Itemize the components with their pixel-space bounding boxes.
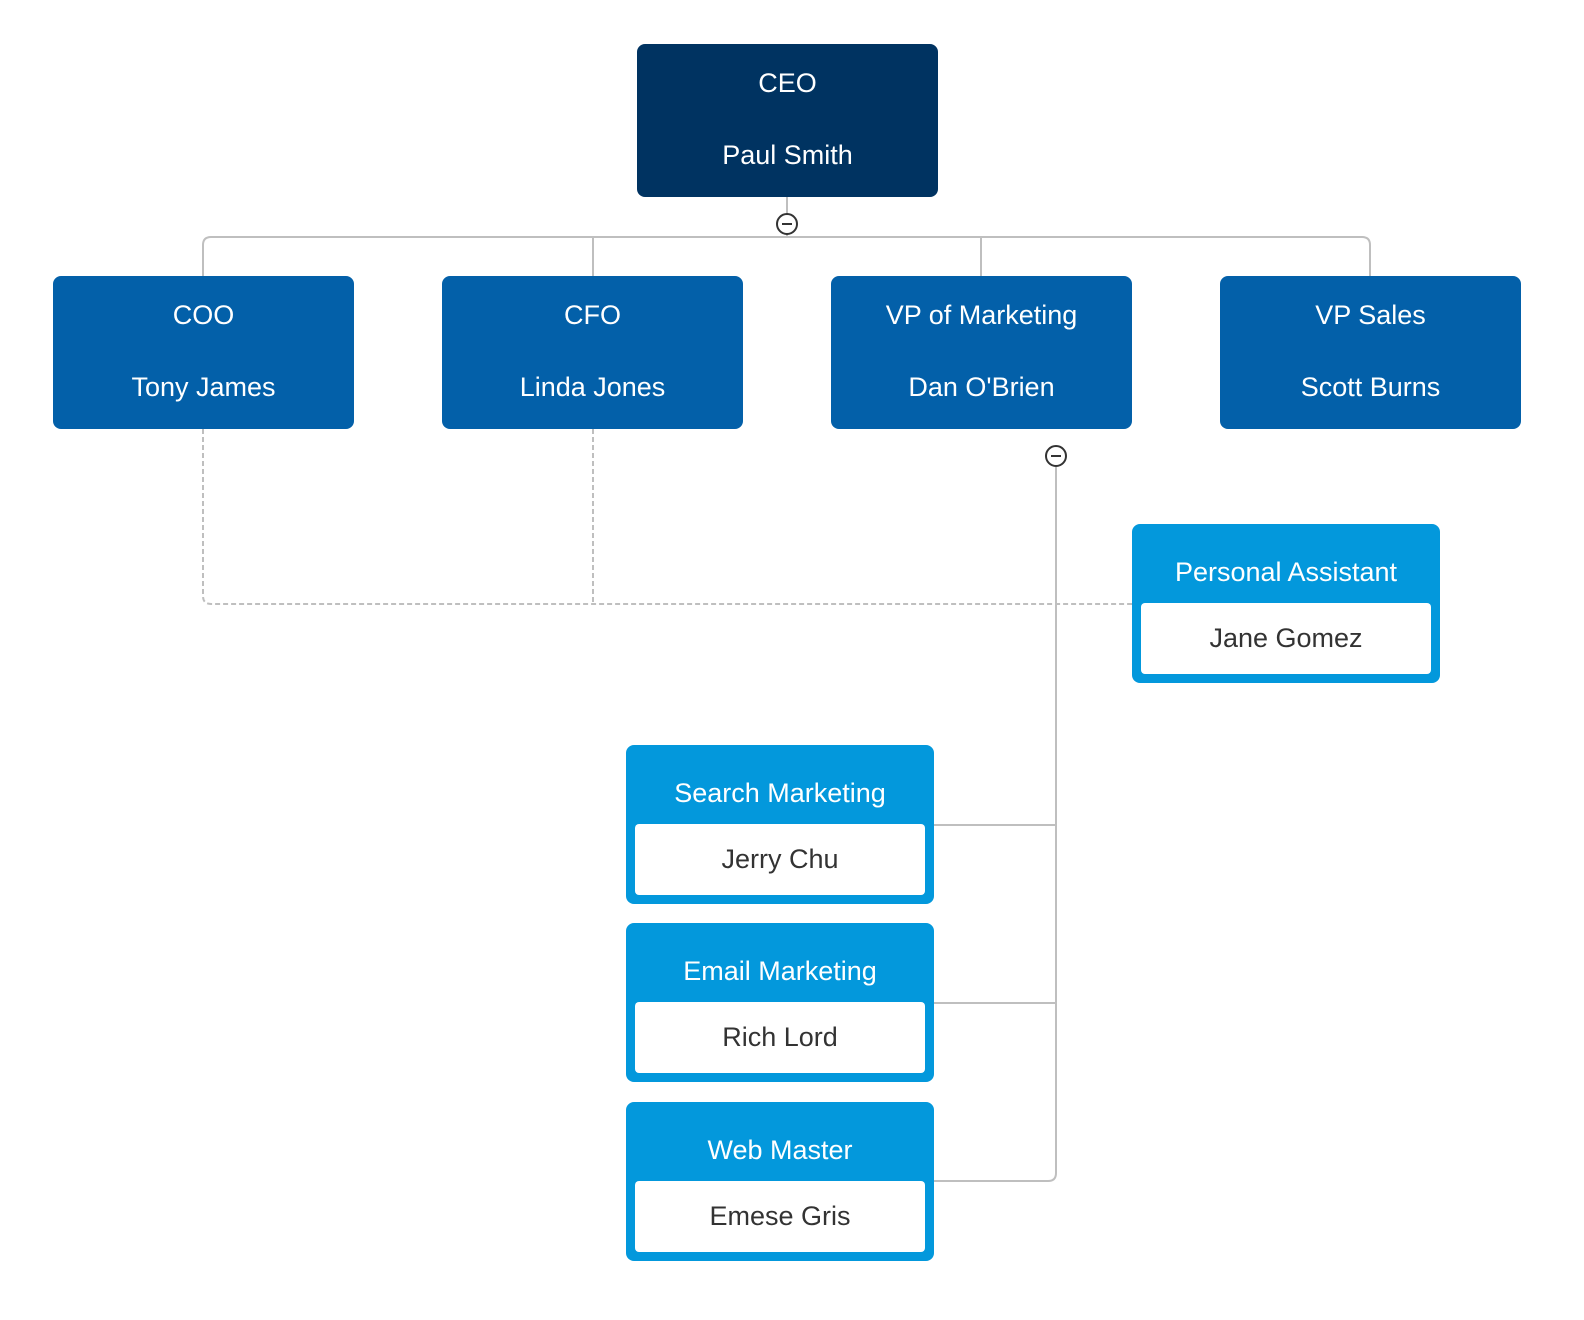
node-personal-assistant[interactable]: Personal Assistant Jane Gomez bbox=[1132, 524, 1440, 683]
ceo-collapse-toggle-icon[interactable] bbox=[776, 213, 798, 235]
node-title: VP Sales bbox=[1315, 300, 1426, 330]
node-title: CEO bbox=[758, 68, 817, 98]
marketing-trunk bbox=[932, 467, 1057, 1182]
node-vp-sales[interactable]: VP Sales Scott Burns bbox=[1220, 276, 1521, 429]
node-person: Linda Jones bbox=[519, 372, 666, 402]
node-person: Jerry Chu bbox=[635, 824, 925, 895]
node-person: Dan O'Brien bbox=[908, 372, 1055, 402]
node-coo[interactable]: COO Tony James bbox=[53, 276, 354, 429]
node-title: VP of Marketing bbox=[885, 300, 1078, 330]
node-web-master[interactable]: Web Master Emese Gris bbox=[626, 1102, 934, 1261]
vp-marketing-collapse-toggle-icon[interactable] bbox=[1045, 445, 1067, 467]
node-search-marketing[interactable]: Search Marketing Jerry Chu bbox=[626, 745, 934, 904]
node-title: Email Marketing bbox=[683, 956, 877, 986]
node-person: Jane Gomez bbox=[1141, 603, 1431, 674]
node-email-marketing[interactable]: Email Marketing Rich Lord bbox=[626, 923, 934, 1082]
dotted-line-coo bbox=[202, 429, 1133, 605]
node-ceo[interactable]: CEO Paul Smith bbox=[637, 44, 938, 197]
node-title: Search Marketing bbox=[674, 778, 886, 808]
node-title: CFO bbox=[564, 300, 621, 330]
node-person: Tony James bbox=[131, 372, 276, 402]
node-title: Personal Assistant bbox=[1174, 557, 1398, 587]
node-person: Rich Lord bbox=[635, 1002, 925, 1073]
node-vp-marketing[interactable]: VP of Marketing Dan O'Brien bbox=[831, 276, 1132, 429]
node-person: Paul Smith bbox=[722, 140, 853, 170]
node-cfo[interactable]: CFO Linda Jones bbox=[442, 276, 743, 429]
node-title: Web Master bbox=[707, 1135, 853, 1165]
node-person: Scott Burns bbox=[1300, 372, 1441, 402]
node-person: Emese Gris bbox=[635, 1181, 925, 1252]
level1-bus bbox=[202, 236, 1371, 276]
node-title: COO bbox=[172, 300, 235, 330]
